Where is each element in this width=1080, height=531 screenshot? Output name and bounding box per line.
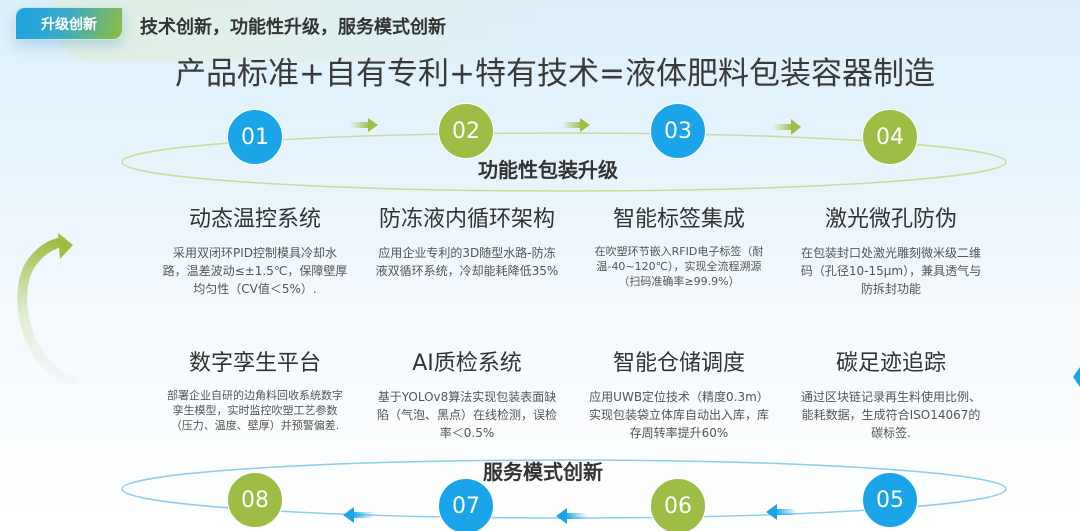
arrow-left-icon (343, 507, 374, 523)
page-title: 产品标准+自有专利+特有技术=液体肥料包装容器制造 (175, 56, 935, 92)
feature-card: 激光微孔防伪 在包装封口处激光雕刻微米级二维码（孔径10-15μm），兼具透气与… (786, 206, 996, 298)
page-subtitle: 技术创新，功能性升级，服务模式创新 (140, 17, 446, 38)
feature-card: 防冻液内循环架构 应用企业专利的3D随型水路-防冻液双循环系统，冷却能耗降低35… (362, 206, 572, 280)
bottom-section-label: 服务模式创新 (483, 460, 603, 484)
step-circle-03: 03 (650, 103, 706, 159)
top-ring (121, 132, 1007, 192)
feature-card: 碳足迹追踪 通过区块链记录再生料使用比例、能耗数据，生成符合ISO14067的碳… (786, 350, 996, 442)
card-title: 碳足迹追踪 (835, 351, 946, 376)
step-circle-05: 05 (862, 472, 918, 528)
card-description: 采用双闭环PID控制模具冷却水路，温差波动≤±1.5℃，保障壁厚均匀性（CV值＜… (162, 246, 348, 296)
card-description: 基于YOLOv8算法实现包装表面缺陷（气泡、黑点）在线检测，误检率＜0.5% (376, 390, 557, 440)
arrow-left-icon (766, 504, 797, 520)
card-description: 应用UWB定位技术（精度0.3m）实现包装袋立体库自动出入库，库存周转率提升60… (588, 390, 769, 440)
arrow-left-edge-icon (1073, 367, 1080, 387)
arrow-right-icon (350, 118, 378, 132)
card-title: 激光微孔防伪 (824, 207, 957, 232)
feature-card: 智能标签集成 在吹塑环节嵌入RFID电子标签（耐温-40~120℃），实现全流程… (574, 206, 784, 289)
step-circle-04: 04 (862, 109, 918, 165)
feature-card: 数字孪生平台 部署企业自研的边角料回收系统数字孪生模型，实时监控吹塑工艺参数（压… (150, 350, 360, 433)
feature-card: AI质检系统 基于YOLOv8算法实现包装表面缺陷（气泡、黑点）在线检测，误检率… (362, 350, 572, 442)
top-section-label: 功能性包装升级 (478, 158, 618, 182)
arrow-left-icon (556, 508, 587, 524)
section-badge: 升级创新 (15, 7, 123, 40)
card-title: 防冻液内循环架构 (378, 207, 555, 232)
arrow-right-icon (562, 118, 590, 132)
card-description: 应用企业专利的3D随型水路-防冻液双循环系统，冷却能耗降低35% (375, 246, 559, 278)
step-circle-06: 06 (650, 478, 706, 531)
arrow-right-icon (773, 119, 801, 135)
cycle-arrow-icon (17, 233, 77, 385)
step-circle-02: 02 (438, 103, 494, 159)
header-divider (130, 9, 1080, 10)
header-glow (55, 0, 535, 62)
card-title: 动态温控系统 (188, 207, 321, 232)
card-title: 智能仓储调度 (612, 351, 745, 376)
feature-card: 动态温控系统 采用双闭环PID控制模具冷却水路，温差波动≤±1.5℃，保障壁厚均… (150, 206, 360, 298)
card-title: 数字孪生平台 (188, 351, 321, 376)
card-description: 在包装封口处激光雕刻微米级二维码（孔径10-15μm），兼具透气与防拆封功能 (800, 246, 982, 296)
card-description: 在吹塑环节嵌入RFID电子标签（耐温-40~120℃），实现全流程溯源（扫码准确… (594, 245, 764, 288)
step-circle-01: 01 (227, 109, 283, 165)
step-circle-08: 08 (227, 472, 283, 528)
feature-card: 智能仓储调度 应用UWB定位技术（精度0.3m）实现包装袋立体库自动出入库，库存… (574, 350, 784, 442)
step-circle-07: 07 (438, 478, 494, 531)
card-description: 部署企业自研的边角料回收系统数字孪生模型，实时监控吹塑工艺参数（压力、温度、壁厚… (167, 389, 343, 432)
card-title: AI质检系统 (412, 351, 522, 376)
card-description: 通过区块链记录再生料使用比例、能耗数据，生成符合ISO14067的碳标签. (800, 390, 981, 440)
card-title: 智能标签集成 (612, 207, 745, 232)
